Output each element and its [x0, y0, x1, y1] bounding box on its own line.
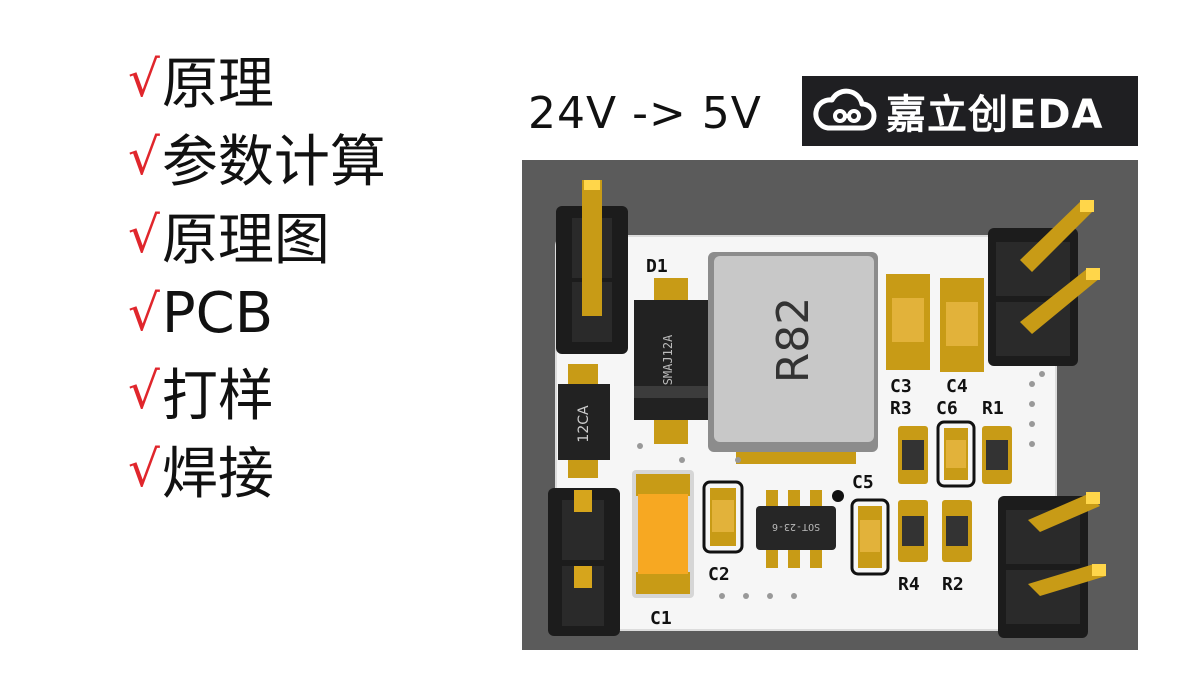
tvs-diode: 12CA [558, 364, 610, 478]
label-r3: R3 [890, 398, 912, 419]
inductor: R82 [708, 252, 878, 464]
easyeda-logo: 嘉立创EDA [802, 76, 1138, 146]
cloud-icon [813, 88, 877, 131]
label-c3: C3 [890, 376, 912, 397]
label-r1: R1 [982, 398, 1004, 419]
check-icon: √ [128, 128, 160, 186]
checklist-item: √参数计算 [128, 118, 386, 196]
resistor-r2 [942, 500, 972, 562]
checklist-item: √打样 [128, 352, 386, 430]
capacitor-c6 [936, 420, 976, 488]
pin-header-right-bottom [998, 492, 1106, 638]
checklist-item: √PCB [128, 274, 386, 352]
ic-part-label: SOT-23-6 [772, 521, 820, 532]
capacitor-c4 [940, 278, 984, 372]
capacitor-c1 [632, 470, 694, 598]
check-icon: √ [128, 440, 160, 498]
check-icon: √ [128, 206, 160, 264]
diode-part-label: SMAJ12A [661, 334, 675, 385]
pin-header-right-top [988, 200, 1100, 366]
label-c5: C5 [852, 472, 874, 493]
check-icon: √ [128, 50, 160, 108]
checklist: √原理 √参数计算 √原理图 √PCB √打样 √焊接 [128, 40, 386, 508]
capacitor-c3 [886, 274, 930, 370]
pin-header-left-top [556, 180, 628, 354]
label-d1: D1 [646, 256, 668, 277]
resistor-r1 [982, 426, 1012, 484]
checklist-item-label: PCB [161, 280, 274, 346]
checklist-item-label: 原理图 [161, 207, 330, 273]
pin-header-left-bottom [548, 488, 620, 636]
regulator-ic: SOT-23-6 [756, 490, 844, 568]
checklist-item-label: 参数计算 [161, 129, 386, 195]
check-icon: √ [128, 362, 160, 420]
tvs-part-label: 12CA [576, 405, 592, 443]
checklist-item: √原理图 [128, 196, 386, 274]
label-r4: R4 [898, 574, 920, 595]
diode-d1: SMAJ12A [634, 278, 708, 444]
label-c6: C6 [936, 398, 958, 419]
label-c2: C2 [708, 564, 730, 585]
checklist-item-label: 焊接 [161, 441, 274, 507]
label-c1: C1 [650, 608, 672, 629]
checklist-item-label: 打样 [161, 363, 274, 429]
logo-text: 嘉立创EDA [886, 92, 1104, 138]
pcb-render: SMAJ12A D1 12CA R82 C3 C4 R3 C6 R1 [522, 160, 1138, 650]
check-icon: √ [128, 284, 160, 342]
checklist-item-label: 原理 [161, 51, 274, 117]
capacitor-c5 [850, 498, 890, 576]
resistor-r3 [898, 426, 928, 484]
vias [637, 371, 1045, 599]
checklist-item: √焊接 [128, 430, 386, 508]
resistor-r4 [898, 500, 928, 562]
conversion-subtitle: 24V -> 5V [528, 88, 762, 139]
label-r2: R2 [942, 574, 964, 595]
checklist-item: √原理 [128, 40, 386, 118]
label-c4: C4 [946, 376, 968, 397]
capacitor-c2 [702, 480, 744, 554]
inductor-label: R82 [768, 297, 819, 384]
